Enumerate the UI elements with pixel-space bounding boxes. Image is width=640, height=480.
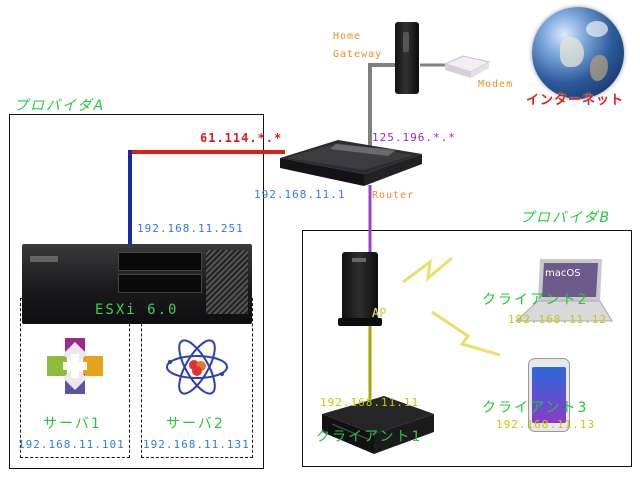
internet-label: インターネット [526, 93, 625, 108]
server1-label: サーバ1 [43, 416, 102, 432]
wan-b-line [368, 63, 398, 150]
centos-logo-icon [47, 338, 103, 394]
server2-label: サーバ2 [166, 416, 225, 432]
macos-screen-label: macOS [545, 268, 581, 279]
provider-a-frame [9, 114, 264, 469]
client1-ip-label: 192.168.11.11 [320, 396, 420, 409]
globe-icon [532, 7, 624, 99]
provider-a-label: プロバイダA [14, 98, 106, 114]
provider-b-frame [302, 230, 632, 467]
wireless-zigzag-1 [402, 256, 453, 284]
ap-label: AP [372, 306, 387, 320]
modem-device [443, 55, 491, 78]
provider-b-label: プロバイダB [520, 210, 612, 226]
esxi-ip-label: 192.168.11.251 [137, 222, 244, 235]
server1-ip-label: 192.168.11.101 [18, 438, 125, 451]
wan-ip-b-label: 125.196.*.* [372, 131, 456, 144]
esxi-label: ESXi 6.0 [95, 302, 179, 318]
wan-ip-a-label: 61.114.*.* [200, 131, 283, 145]
client1-device [322, 396, 434, 454]
router-lan-ip-label: 192.168.11.1 [254, 188, 346, 201]
esxi-server-device [22, 244, 252, 324]
home-gateway-device [395, 22, 419, 94]
router-label: Router [372, 190, 415, 201]
router-device [280, 140, 422, 186]
modem-label: Modem [478, 79, 514, 90]
client3-label: クライアント3 [482, 400, 589, 416]
client1-label: クライアント1 [316, 429, 423, 445]
client3-ip-label: 192.168.11.13 [496, 418, 596, 431]
client3-device [528, 358, 570, 432]
client2-ip-label: 192.168.11.12 [508, 313, 608, 326]
server2-ip-label: 192.168.11.131 [143, 438, 250, 451]
client2-device [514, 259, 613, 322]
atom-logo-icon [166, 339, 228, 395]
home-gateway-label: Home Gateway [333, 31, 383, 60]
ap-device [338, 252, 382, 326]
client2-label: クライアント2 [482, 292, 589, 308]
wireless-zigzag-2 [431, 310, 501, 357]
